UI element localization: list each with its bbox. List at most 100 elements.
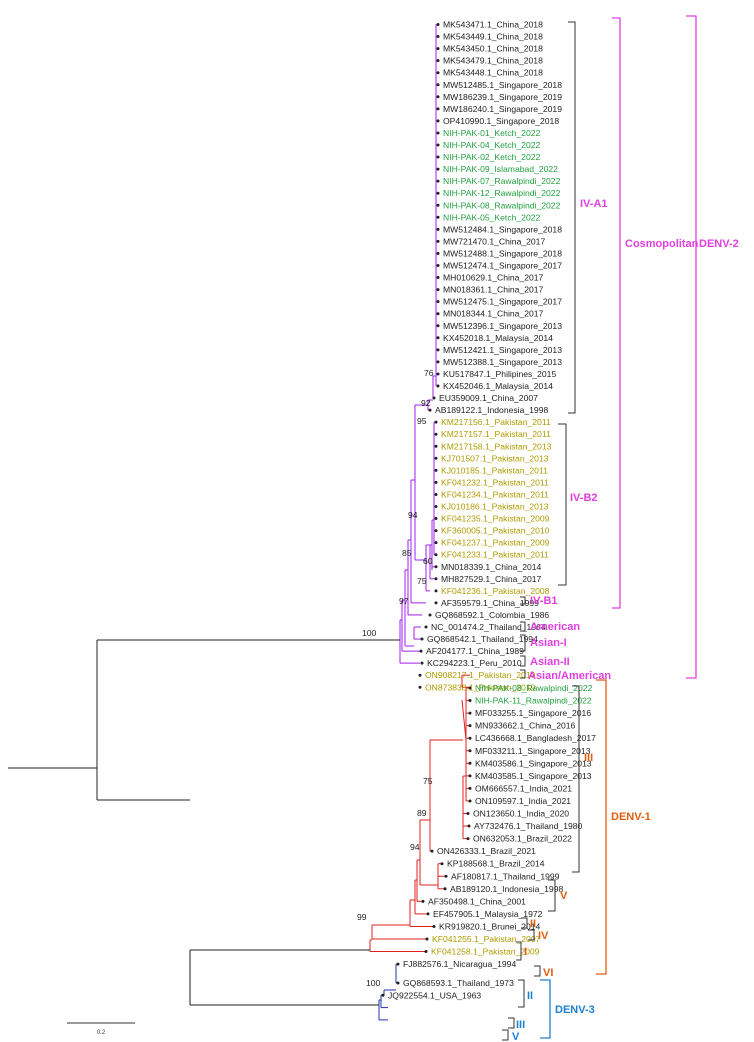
leaf-tip-dot [436,348,440,352]
bracket-denv1-vi [534,965,541,977]
leaf-label: ON426333.1_Brazil_2021 [437,846,536,856]
leaf-tip-dot [434,589,438,593]
bracket-denv1-iii [572,685,580,873]
clade-label-iv-b2: IV-B2 [570,492,598,504]
leaf-label: KJ010186.1_Pakistan_2013 [441,502,549,512]
leaf-label: ON632053.1_Brazil_2022 [473,834,572,844]
bracket-denv3-iii [508,1017,515,1029]
leaf-label: KF041237.1_Pakistan_2009 [441,538,550,548]
bracket-denv3-ii [518,979,525,1008]
bootstrap-value: 94 [410,842,420,852]
clade-label-denv3-v: V [512,1031,520,1042]
leaf-tip-dot [430,849,434,853]
leaf-label: ON123650.1_India_2020 [473,809,569,819]
leaf-label: KU517847.1_Philipines_2015 [443,369,556,379]
leaf-label: MN018344.1_China_2017 [443,309,544,319]
leaf-label: KM403585.1_Singapore_2013 [475,771,592,781]
leaf-tip-dot [428,408,432,412]
leaf-label: EU359009.1_China_2007 [439,393,538,403]
scale-bar-label: 0.2 [97,1030,106,1036]
leaf-label: AY732476.1_Thailand_1980 [474,821,583,831]
tree-branches [8,24,470,1021]
bootstrap-value: 60 [423,556,433,566]
leaf-label: KM217157.1_Pakistan_2011 [441,429,551,439]
bootstrap-value: 85 [402,548,412,558]
leaf-tip-dot [436,83,440,87]
leaf-tip-dot [434,541,438,545]
leaf-tip-dot [468,724,472,728]
bootstrap-value: 99 [357,912,367,922]
clade-label-denv1-vi: VI [543,967,553,979]
leaf-tip-dot [434,601,438,605]
leaf-label: KX452046.1_Malaysia_2014 [443,381,553,391]
leaf-tip-dot [424,625,428,629]
clade-label-asian-i: Asian-I [530,637,567,649]
leaf-label: MW186239.1_Singapore_2019 [443,92,562,102]
leaf-label: KR919820.1_Brunei_2014 [439,921,541,931]
clade-label-denv2: DENV-2 [699,238,739,250]
clade-brackets [502,15,697,1041]
leaf-tip-dot [436,95,440,99]
leaf-label: MN933662.1_China_2016 [475,721,576,731]
leaf-label: AF350498.1_China_2001 [428,896,526,906]
leaf-label: ON873838.1_Pakistan_2019 [425,682,536,692]
leaf-label: GQ868592.1_Colombia_1986 [435,610,549,620]
leaf-tip-dot [436,35,440,39]
leaf-tip-dot [468,749,472,753]
leaf-tip-dot [421,899,425,903]
leaf-label: EF457905.1_Malaysia_1972 [433,909,543,919]
tree-branch-horizontal [461,699,467,741]
bracket-iv-b2 [558,423,567,586]
bootstrap-value: 76 [424,368,434,378]
leaf-label: MH010629.1_China_2017 [443,273,544,283]
leaf-tip-dot [436,384,440,388]
leaf-tip-dot [468,761,472,765]
leaf-labels: MK543471.1_China_2018MK543449.1_China_20… [388,20,596,1001]
bootstrap-value: 95 [417,416,427,426]
leaf-label: OM666557.1_India_2021 [475,783,572,793]
bracket-iv-b1 [520,596,526,605]
leaf-tip-dot [436,227,440,231]
leaf-tip-dot [436,179,440,183]
leaf-tip-dot [434,529,438,533]
clade-label-denv1-i: I [524,946,527,958]
bracket-denv3-v [502,1029,509,1041]
leaf-tip-dot [467,824,471,828]
clade-label-denv1-v: V [560,890,568,902]
leaf-tip-dot [468,711,472,715]
bracket-asian-i [520,634,526,652]
leaf-label: AF204177.1_China_1989 [426,646,524,656]
clade-label-asian-american: Asian/American [528,670,611,682]
clade-label-denv1: DENV-1 [611,811,651,823]
leaf-tip-dot [468,699,472,703]
leaf-tip-dot [425,937,429,941]
leaf-tip-dot [418,685,422,689]
leaf-tip-dot [434,505,438,508]
bootstrap-value: 75 [423,776,433,786]
leaf-tip-dot [436,239,440,243]
clade-label-denv1-iv: IV [538,930,549,942]
leaf-label: ON109597.1_India_2021 [475,796,571,806]
leaf-tip-dot [426,912,430,916]
leaf-tip-dot [436,324,440,328]
bracket-iv-a1 [568,21,576,414]
leaf-label: KC294223.1_Peru_2010 [427,658,522,668]
leaf-tip-dot [436,288,440,292]
leaf-label: KF041234.1_Pakistan_2011 [441,489,549,499]
leaf-tip-dot [436,107,440,111]
leaf-label: MW186240.1_Singapore_2019 [443,104,562,114]
leaf-tip-dot [419,649,423,653]
bootstrap-value: 89 [417,808,427,818]
leaf-tip-dot [434,456,438,460]
leaf-label: MK543450.1_China_2018 [443,44,543,54]
leaf-tip-dot [420,637,424,641]
bootstrap-value: 100 [366,978,381,988]
bootstrap-value: 100 [362,628,377,638]
leaf-label: KF041236.1_Pakistan_2008 [441,586,550,596]
leaf-tip-dot [396,981,400,985]
leaf-label: KF041233.1_Pakistan_2011 [441,550,549,560]
leaf-tip-dot [436,167,440,171]
leaf-label: GQ868593.1_Thailand_1973 [403,978,514,988]
leaf-tip-dot [466,812,470,815]
